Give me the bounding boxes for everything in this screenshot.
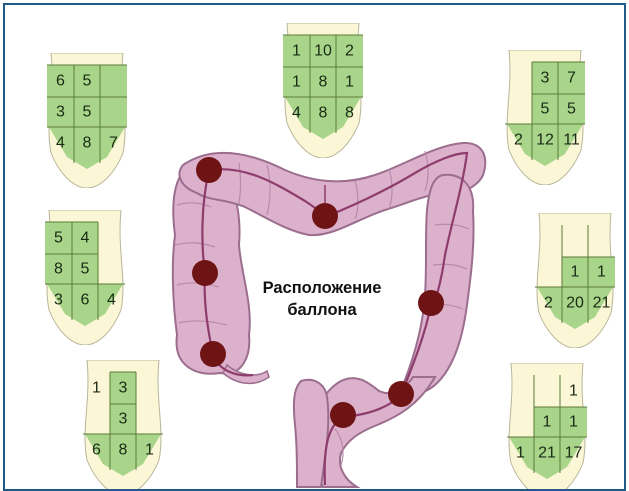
grid-cell-value: 2 xyxy=(345,43,354,60)
grid-cell-value: 8 xyxy=(83,135,92,152)
grid-cell-value: 1 xyxy=(292,74,301,91)
label-line-1: Расположение xyxy=(237,277,407,299)
grid-cell-value: 4 xyxy=(292,105,301,122)
grid-cell-value: 4 xyxy=(107,292,116,309)
grid-cell-value: 1 xyxy=(516,445,525,462)
grid-cell-value: 5 xyxy=(83,73,92,90)
rectum xyxy=(294,380,328,487)
grid-cell-value: 7 xyxy=(567,70,576,87)
grid-cell-value: 1 xyxy=(92,380,101,397)
balloon-marker xyxy=(196,157,222,183)
grid-cell-value: 1 xyxy=(569,383,578,400)
grid-cell-value: 1 xyxy=(543,414,552,431)
grid-cell-value: 5 xyxy=(81,261,90,278)
grid-cell-value: 2 xyxy=(544,295,553,312)
grid-cell-value: 3 xyxy=(541,70,550,87)
grid-cell-value: 3 xyxy=(54,292,63,309)
grid-cell-value: 5 xyxy=(567,101,576,118)
grid-cell-value: 8 xyxy=(54,261,63,278)
grid-cell-value: 21 xyxy=(593,295,611,312)
grid-cell-value: 1 xyxy=(597,264,606,281)
sigmoid-colon xyxy=(314,377,435,487)
balloon-marker xyxy=(192,260,218,286)
grid-cell-value: 6 xyxy=(81,292,90,309)
grid-cell-value: 1 xyxy=(569,414,578,431)
balloon-marker xyxy=(418,290,444,316)
grid-cell-value: 20 xyxy=(566,295,584,312)
grid-cell-value: 11 xyxy=(563,132,580,149)
grid-cell-value: 8 xyxy=(319,74,328,91)
balloon-marker xyxy=(312,203,338,229)
grid-cell-value: 6 xyxy=(92,442,101,459)
grid-cell-value: 3 xyxy=(56,104,65,121)
grid-cell-value: 3 xyxy=(119,380,128,397)
grid-cell-value: 2 xyxy=(514,132,523,149)
grid-cell-value: 7 xyxy=(109,135,118,152)
appendix xyxy=(223,365,269,383)
grid-cell-value: 6 xyxy=(56,73,65,90)
grid-cell-value: 8 xyxy=(345,105,354,122)
grid-cell-value: 1 xyxy=(571,264,580,281)
grid-cell-value: 21 xyxy=(538,445,556,462)
grid-cell-value: 8 xyxy=(119,442,128,459)
grid-cell-value: 3 xyxy=(119,411,128,428)
balloon-marker xyxy=(200,341,226,367)
grid-cell-value: 17 xyxy=(565,445,583,462)
grid-cell-value: 4 xyxy=(81,230,90,247)
balloon-marker xyxy=(388,381,414,407)
balloon-location-label: Расположение баллона xyxy=(237,277,407,321)
grid-cell-value: 1 xyxy=(145,442,154,459)
grid-cell-value: 5 xyxy=(83,104,92,121)
grid-cell-value: 1 xyxy=(292,43,301,60)
grid-cell-value: 12 xyxy=(536,132,554,149)
grid-cell-value: 4 xyxy=(56,135,65,152)
grid-cell-value: 5 xyxy=(541,101,550,118)
label-line-2: баллона xyxy=(237,299,407,321)
grid-cell-value: 5 xyxy=(54,230,63,247)
grid-cell-value: 1 xyxy=(345,74,354,91)
balloon-marker xyxy=(330,402,356,428)
grid-cell-value: 8 xyxy=(319,105,328,122)
grid-cell-value: 10 xyxy=(314,43,332,60)
